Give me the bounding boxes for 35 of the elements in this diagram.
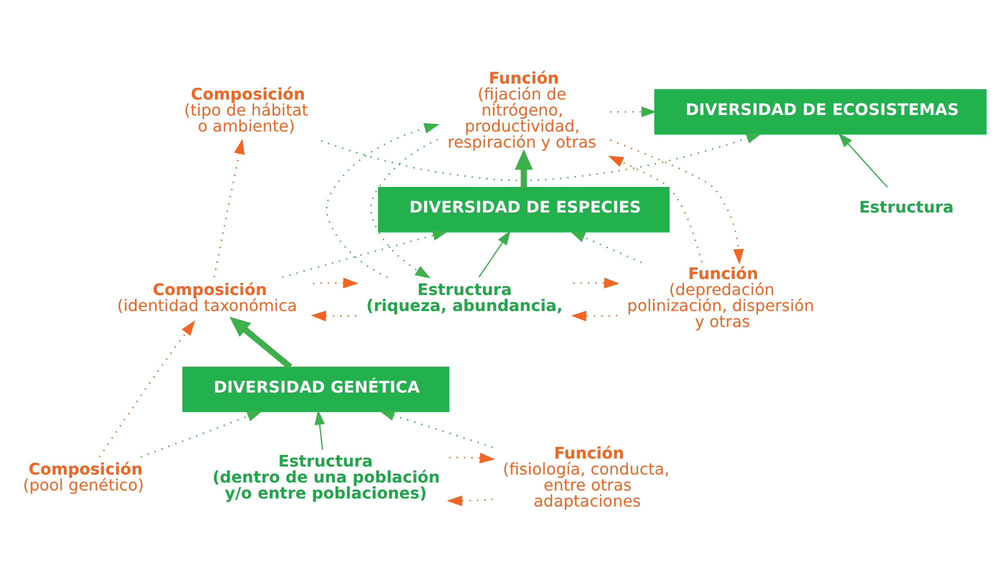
node-text: Composición (identidad taxonómica bbox=[117, 280, 298, 316]
node-box: DIVERSIDAD GENÉTICA bbox=[182, 366, 450, 412]
node-text: Estructura (riqueza, abundancia, bbox=[366, 280, 563, 316]
arrow bbox=[573, 278, 620, 288]
node-box: DIVERSIDAD DE ESPECIES bbox=[378, 186, 670, 232]
arrow bbox=[478, 230, 511, 278]
arrow bbox=[320, 133, 762, 182]
arrow bbox=[312, 278, 358, 288]
arrow bbox=[213, 138, 245, 278]
arrow bbox=[370, 138, 438, 278]
arrow bbox=[310, 310, 356, 322]
arrow bbox=[229, 316, 292, 370]
node-text: Estructura (dentro de una población y/o entre poblaciones) bbox=[212, 452, 440, 503]
arrow bbox=[379, 410, 493, 448]
arrow bbox=[610, 139, 744, 264]
node-text: Estructura bbox=[859, 198, 954, 217]
arrow bbox=[446, 495, 493, 506]
arrow bbox=[608, 156, 702, 262]
arrow bbox=[610, 106, 657, 118]
arrow bbox=[140, 410, 262, 458]
arrow bbox=[571, 310, 618, 322]
arrow bbox=[326, 123, 440, 278]
node-text: Función (fijación de nitrógeno, productividad, respiración y otras bbox=[448, 68, 596, 152]
arrow bbox=[570, 231, 642, 264]
node-text: Composición (tipo de hábitat o ambiente) bbox=[184, 84, 308, 136]
arrow bbox=[282, 230, 448, 278]
node-box: DIVERSIDAD DE ECOSISTEMAS bbox=[654, 89, 986, 135]
arrow bbox=[314, 410, 325, 450]
arrow bbox=[838, 132, 888, 188]
node-text: Composición (pool genético) bbox=[22, 460, 144, 495]
arrow bbox=[514, 149, 533, 188]
node-text: Función (depredación polinización, dispersión y otras bbox=[627, 264, 814, 332]
node-text: Función (fisiología, conducta, entre otras adaptaciones bbox=[502, 444, 670, 511]
arrow bbox=[449, 452, 496, 464]
arrow bbox=[98, 320, 196, 458]
